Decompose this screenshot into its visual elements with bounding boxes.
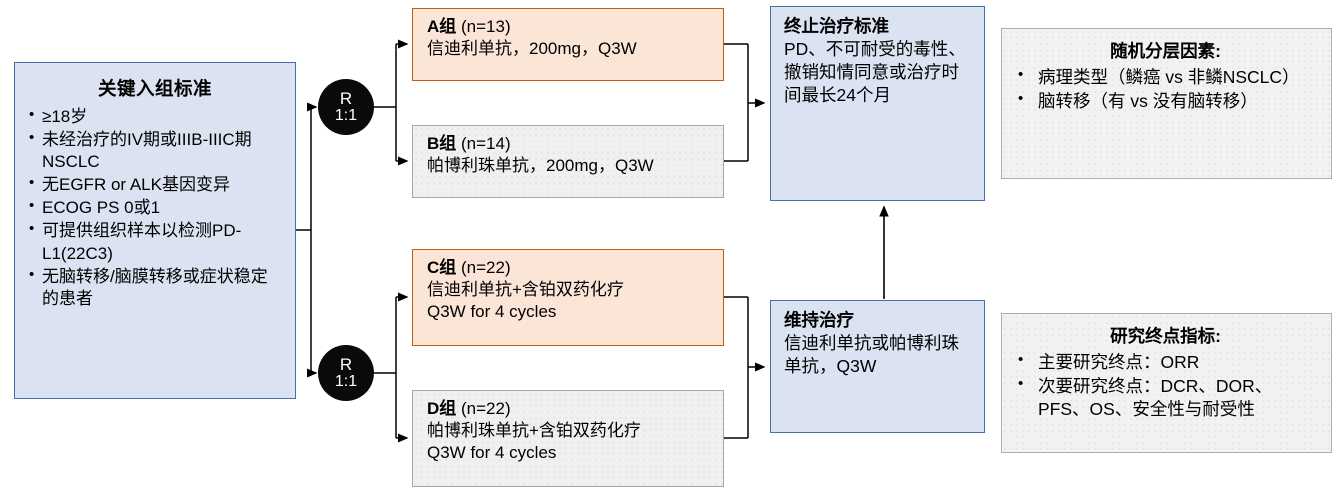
arm-a-group-label: A组: [427, 17, 457, 36]
stratification-list: 病理类型（鳞癌 vs 非鳞NSCLC） 脑转移（有 vs 没有脑转移）: [1010, 65, 1321, 113]
endpoint-item: 主要研究终点：ORR: [1010, 350, 1321, 374]
stratification-item: 病理类型（鳞癌 vs 非鳞NSCLC）: [1010, 65, 1321, 89]
maintenance-title: 维持治疗: [784, 310, 854, 330]
endpoints-title: 研究终点指标:: [1110, 326, 1221, 346]
endpoints-list: 主要研究终点：ORR 次要研究终点：DCR、DOR、PFS、OS、安全性与耐受性: [1010, 350, 1321, 421]
eligibility-bullet: ECOG PS 0或1: [27, 196, 283, 219]
arm-d-header: D组 (n=22): [427, 398, 711, 420]
randomization-ratio: 1:1: [334, 372, 358, 390]
randomization-label: R: [339, 89, 353, 109]
randomization-ratio: 1:1: [334, 106, 358, 124]
arm-b-regimen: 帕博利珠单抗，200mg，Q3W: [427, 156, 654, 176]
stratification-item: 脑转移（有 vs 没有脑转移）: [1010, 89, 1321, 113]
eligibility-bullet: 未经治疗的IV期或IIIB-IIIC期NSCLC: [27, 128, 283, 173]
arm-b-sample-size: (n=14): [461, 134, 511, 153]
arm-d-group-label: D组: [427, 399, 457, 418]
treatment-arm-d-box: D组 (n=22) 帕博利珠单抗+含铂双药化疗 Q3W for 4 cycles: [412, 390, 724, 487]
arm-c-group-label: C组: [427, 258, 457, 277]
arm-c-header: C组 (n=22): [427, 257, 711, 279]
discontinuation-title: 终止治疗标准: [784, 16, 889, 36]
eligibility-bullet: ≥18岁: [27, 105, 283, 128]
arm-d-regimen: 帕博利珠单抗+含铂双药化疗: [427, 421, 641, 441]
randomization-label: R: [339, 355, 353, 375]
stratification-factors-panel: 随机分层因素: 病理类型（鳞癌 vs 非鳞NSCLC） 脑转移（有 vs 没有脑…: [1001, 28, 1332, 179]
eligibility-bullet: 无脑转移/脑膜转移或症状稳定的患者: [27, 265, 283, 310]
arm-c-schedule: Q3W for 4 cycles: [427, 302, 557, 322]
maintenance-therapy-box: 维持治疗 信迪利单抗或帕博利珠单抗，Q3W: [770, 300, 985, 433]
stratification-title: 随机分层因素:: [1110, 41, 1221, 61]
randomization-node-2: R 1:1: [318, 345, 374, 401]
arm-b-group-label: B组: [427, 134, 457, 153]
eligibility-criteria-box: 关键入组标准 ≥18岁 未经治疗的IV期或IIIB-IIIC期NSCLC 无EG…: [14, 62, 296, 399]
randomization-node-1: R 1:1: [318, 79, 374, 135]
arm-a-regimen: 信迪利单抗，200mg，Q3W: [427, 39, 637, 59]
endpoint-item: 次要研究终点：DCR、DOR、PFS、OS、安全性与耐受性: [1010, 374, 1321, 421]
discontinuation-criteria-box: 终止治疗标准 PD、不可耐受的毒性、撤销知情同意或治疗时间最长24个月: [770, 6, 985, 201]
eligibility-bullet: 无EGFR or ALK基因变异: [27, 173, 283, 196]
arm-d-sample-size: (n=22): [461, 399, 511, 418]
eligibility-title: 关键入组标准: [97, 78, 212, 99]
treatment-arm-a-box: A组 (n=13) 信迪利单抗，200mg，Q3W: [412, 8, 724, 81]
arm-b-header: B组 (n=14): [427, 133, 711, 155]
arm-c-regimen: 信迪利单抗+含铂双药化疗: [427, 280, 624, 300]
arm-c-sample-size: (n=22): [461, 258, 511, 277]
arm-a-sample-size: (n=13): [461, 17, 511, 36]
eligibility-bullet-list: ≥18岁 未经治疗的IV期或IIIB-IIIC期NSCLC 无EGFR or A…: [27, 105, 283, 310]
treatment-arm-b-box: B组 (n=14) 帕博利珠单抗，200mg，Q3W: [412, 125, 724, 198]
treatment-arm-c-box: C组 (n=22) 信迪利单抗+含铂双药化疗 Q3W for 4 cycles: [412, 249, 724, 346]
eligibility-bullet: 可提供组织样本以检测PD-L1(22C3): [27, 219, 283, 264]
arm-d-schedule: Q3W for 4 cycles: [427, 443, 557, 463]
discontinuation-body: PD、不可耐受的毒性、撤销知情同意或治疗时间最长24个月: [784, 39, 966, 106]
arm-a-header: A组 (n=13): [427, 16, 711, 38]
study-endpoints-panel: 研究终点指标: 主要研究终点：ORR 次要研究终点：DCR、DOR、PFS、OS…: [1001, 313, 1332, 453]
maintenance-body: 信迪利单抗或帕博利珠单抗，Q3W: [784, 333, 959, 377]
